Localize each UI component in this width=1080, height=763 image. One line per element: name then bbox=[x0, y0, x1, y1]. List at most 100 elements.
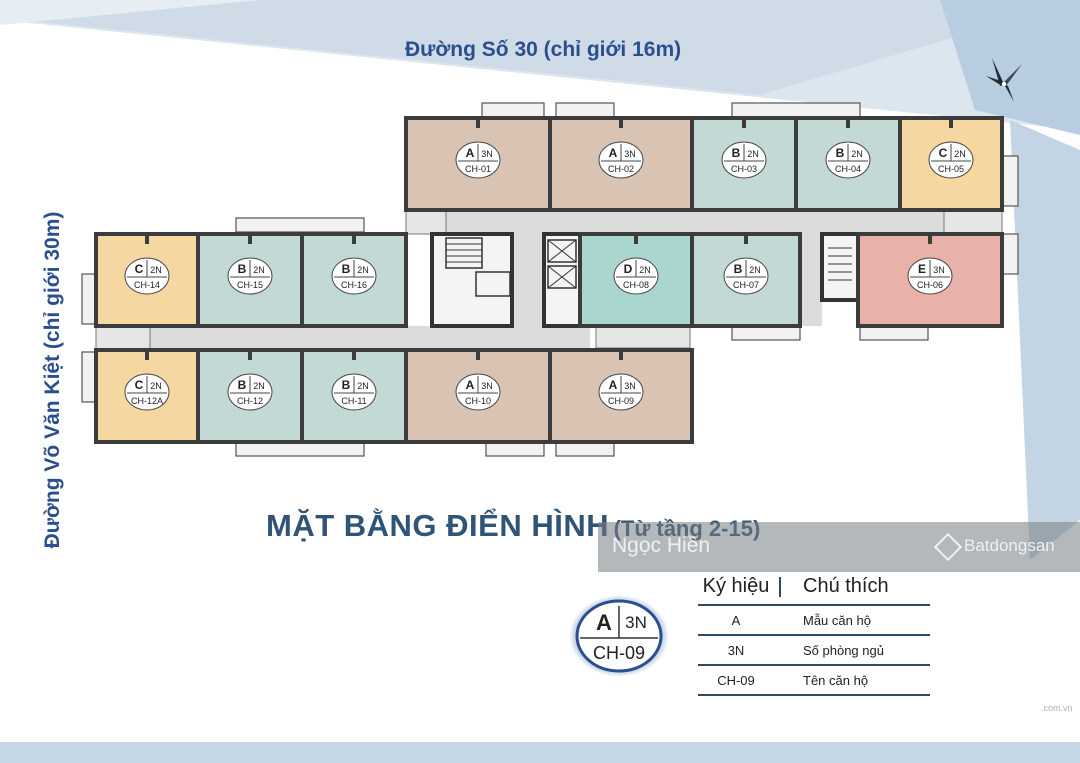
unit-id: CH-15 bbox=[237, 280, 263, 290]
unit-id: CH-06 bbox=[917, 280, 943, 290]
wall-tick bbox=[846, 118, 850, 128]
unit-beds: 2N bbox=[150, 265, 162, 275]
legend-table: Ký hiệu Chú thích A Mẫu căn hộ 3N Số phò… bbox=[698, 572, 930, 696]
unit-type: A bbox=[466, 146, 475, 160]
wall-tick bbox=[476, 118, 480, 128]
unit-ch-06: E 3N CH-06 bbox=[856, 232, 1004, 328]
unit-id: CH-02 bbox=[608, 164, 634, 174]
watermark-domain: .com.vn bbox=[1041, 703, 1073, 713]
legend-header-row: Ký hiệu Chú thích bbox=[698, 572, 930, 606]
unit-type: B bbox=[732, 146, 741, 160]
unit-id: CH-03 bbox=[731, 164, 757, 174]
unit-beds: 2N bbox=[747, 149, 759, 159]
unit-type: C bbox=[135, 378, 144, 392]
wall-tick bbox=[248, 234, 252, 244]
unit-type: E bbox=[918, 262, 926, 276]
unit-beds: 2N bbox=[253, 381, 265, 391]
unit-type: D bbox=[624, 262, 633, 276]
wall-tick bbox=[145, 234, 149, 244]
road-label-top: Đường Số 30 (chỉ giới 16m) bbox=[405, 38, 682, 61]
legend-row: CH-09 Tên căn hộ bbox=[698, 666, 930, 696]
unit-beds: 2N bbox=[749, 265, 761, 275]
unit-beds: 2N bbox=[851, 149, 863, 159]
unit-beds: 2N bbox=[150, 381, 162, 391]
bottom-bar bbox=[0, 742, 1080, 763]
wall-tick bbox=[476, 350, 480, 360]
legend-row-symbol: CH-09 bbox=[717, 673, 755, 688]
title-main: MẶT BẰNG ĐIỂN HÌNH bbox=[266, 508, 610, 543]
wall-tick bbox=[145, 350, 149, 360]
legend-row-symbol: A bbox=[731, 613, 741, 628]
unit-ch-03: B 2N CH-03 bbox=[690, 116, 798, 212]
unit-type: A bbox=[609, 378, 618, 392]
legend-header-symbol: Ký hiệu bbox=[702, 575, 770, 597]
legend-badge: A 3N CH-09 bbox=[569, 595, 669, 677]
unit-beds: 2N bbox=[954, 149, 966, 159]
unit-type: B bbox=[342, 262, 351, 276]
legend-row-note: Tên căn hộ bbox=[803, 673, 869, 688]
unit-ch-11: B 2N CH-11 bbox=[300, 348, 408, 444]
legend-badge-type: A bbox=[596, 610, 612, 635]
unit-ch-04: B 2N CH-04 bbox=[794, 116, 902, 212]
wall-tick bbox=[742, 118, 746, 128]
legend-badge-id: CH-09 bbox=[593, 643, 645, 663]
unit-id: CH-04 bbox=[835, 164, 861, 174]
unit-type: B bbox=[342, 378, 351, 392]
watermark-logo: Batdongsan bbox=[933, 532, 1055, 561]
wall-tick bbox=[352, 234, 356, 244]
unit-ch-05: C 2N CH-05 bbox=[898, 116, 1004, 212]
unit-id: CH-05 bbox=[938, 164, 964, 174]
unit-beds: 2N bbox=[639, 265, 651, 275]
legend-row-symbol: 3N bbox=[727, 643, 745, 658]
unit-id: CH-07 bbox=[733, 280, 759, 290]
unit-ch-12: B 2N CH-12 bbox=[196, 348, 304, 444]
wall-tick bbox=[619, 118, 623, 128]
legend-header-note: Chú thích bbox=[803, 575, 889, 597]
wall-tick bbox=[744, 234, 748, 244]
legend-row: 3N Số phòng ngủ bbox=[698, 636, 930, 666]
watermark: Ngọc Hiền Batdongsan bbox=[598, 522, 1080, 572]
legend-row-note: Mẫu căn hộ bbox=[803, 613, 871, 628]
unit-id: CH-10 bbox=[465, 396, 491, 406]
wall-tick bbox=[949, 118, 953, 128]
balconies bbox=[81, 102, 1019, 457]
unit-id: CH-08 bbox=[623, 280, 649, 290]
unit-beds: 3N bbox=[624, 149, 636, 159]
unit-id: CH-16 bbox=[341, 280, 367, 290]
unit-beds: 2N bbox=[357, 381, 369, 391]
legend-row: A Mẫu căn hộ bbox=[698, 606, 930, 636]
unit-id: CH-11 bbox=[341, 396, 366, 406]
unit-ch-16: B 2N CH-16 bbox=[300, 232, 408, 328]
unit-type: B bbox=[238, 262, 247, 276]
unit-id: CH-12A bbox=[131, 396, 163, 406]
unit-type: B bbox=[238, 378, 247, 392]
unit-beds: 2N bbox=[357, 265, 369, 275]
compass-icon bbox=[986, 58, 1022, 102]
wall-tick bbox=[248, 350, 252, 360]
watermark-logo-text: Batdongsan bbox=[964, 536, 1055, 555]
unit-type: C bbox=[135, 262, 144, 276]
unit-id: CH-09 bbox=[608, 396, 634, 406]
corridors bbox=[95, 209, 1003, 351]
watermark-name: Ngọc Hiền bbox=[612, 534, 711, 557]
wall-tick bbox=[352, 350, 356, 360]
core-stairs-lifts bbox=[430, 232, 860, 328]
unit-type: C bbox=[939, 146, 948, 160]
unit-type: A bbox=[466, 378, 475, 392]
unit-ch-08: D 2N CH-08 bbox=[578, 232, 694, 328]
unit-type: B bbox=[836, 146, 845, 160]
batdongsan-logo-icon bbox=[933, 532, 963, 561]
unit-id: CH-12 bbox=[237, 396, 263, 406]
unit-beds: 3N bbox=[933, 265, 945, 275]
unit-id: CH-01 bbox=[465, 164, 491, 174]
